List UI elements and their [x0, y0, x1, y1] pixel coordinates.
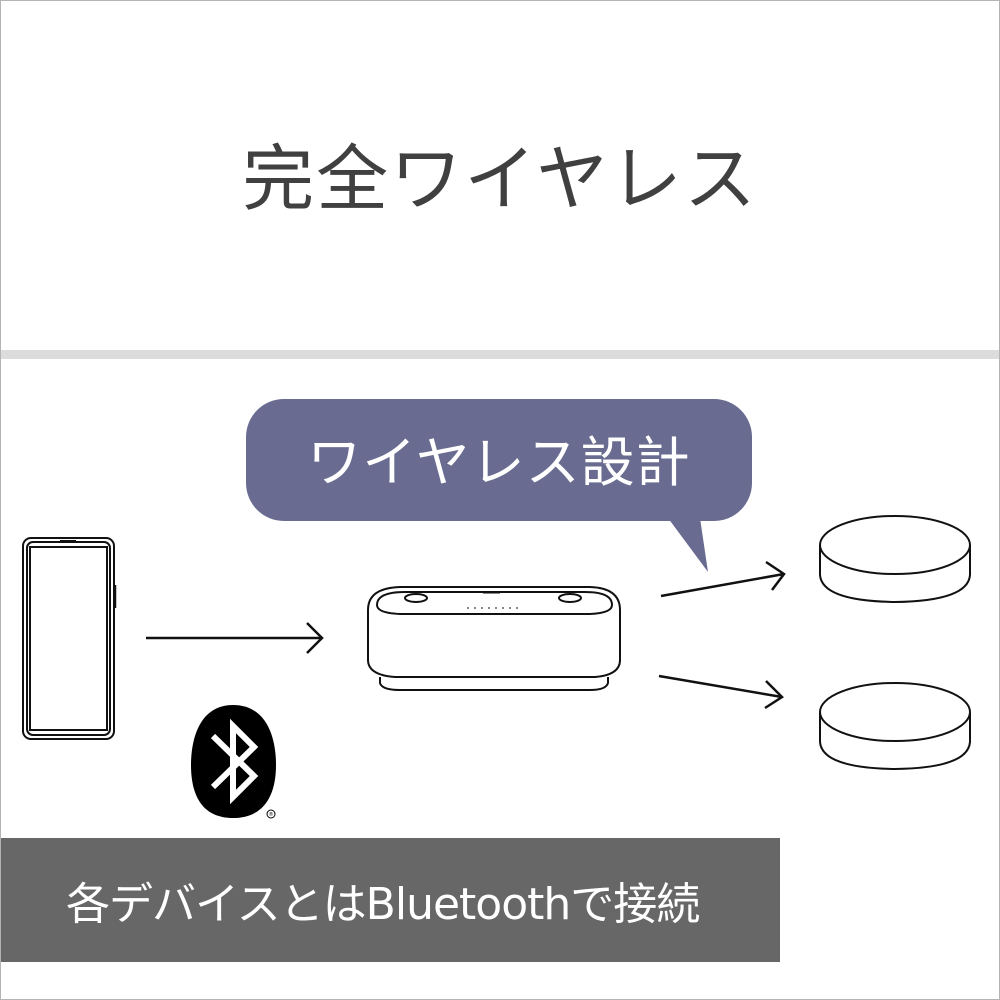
arrow-to-hub-icon: [146, 622, 324, 654]
smartphone-icon: [22, 537, 117, 740]
callout-label: ワイヤレス設計: [307, 431, 691, 494]
caption-text: 各デバイスとはBluetoothで接続: [66, 879, 700, 930]
caption-bar: [1, 838, 780, 962]
page-title: 完全ワイヤレス: [242, 137, 758, 221]
arrow-to-speaker-1-icon: [660, 560, 786, 598]
callout-bubble: [246, 399, 752, 521]
speaker-1-icon: [819, 515, 971, 604]
arrow-to-speaker-2-icon: [658, 674, 784, 710]
speaker-2-icon: [819, 682, 971, 771]
svg-text:®: ®: [269, 811, 274, 818]
hub-speaker-icon: [367, 586, 621, 691]
bluetooth-icon: ®: [191, 705, 276, 819]
callout-tail: [668, 518, 708, 572]
section-divider: [1, 350, 999, 359]
